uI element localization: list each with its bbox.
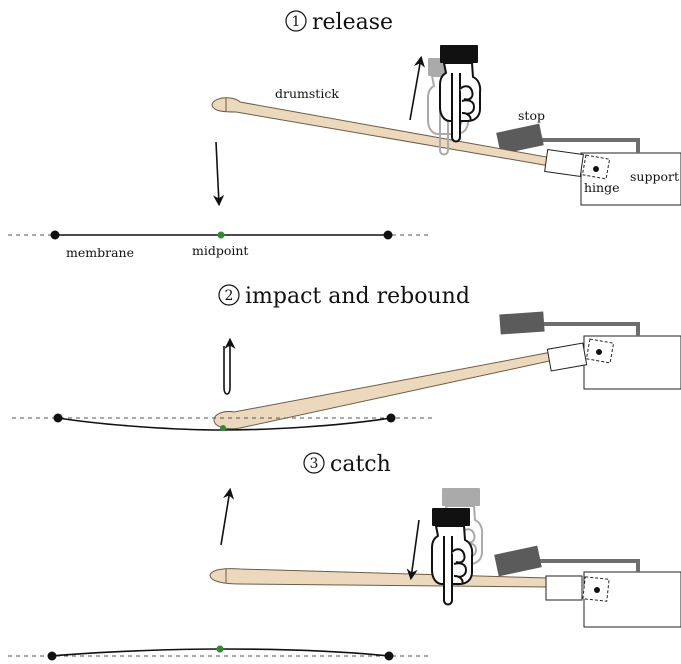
support-block [580, 152, 681, 206]
membrane-left-anchor [47, 651, 57, 661]
arrow-hand-up [409, 55, 425, 121]
stop-block [494, 545, 542, 577]
stick-holder [545, 575, 583, 601]
panel-1-heading: 1 release [285, 10, 393, 35]
panel-1-title: release [312, 10, 393, 35]
arrow-stick-up [220, 487, 235, 546]
label-support: support [630, 169, 679, 184]
drumstick [213, 351, 555, 430]
midpoint-dot [220, 425, 226, 431]
arrow-rebound [223, 337, 236, 395]
panel-catch: 3 catch [8, 452, 681, 661]
stop-block [496, 123, 544, 155]
panel-2-title: impact and rebound [245, 284, 470, 309]
panel-impact: 2 impact and rebound [12, 284, 681, 431]
hand [439, 44, 482, 143]
panel-release: 1 release drumstick stop hinge support m… [8, 10, 681, 260]
label-drumstick: drumstick [275, 86, 339, 101]
hinge-pivot [596, 349, 602, 355]
arrow-hand-down [406, 519, 420, 581]
drumstick [209, 568, 549, 588]
label-hinge: hinge [584, 180, 620, 195]
panel-3-title: catch [330, 452, 391, 477]
midpoint-dot [216, 645, 224, 653]
midpoint-dot [217, 231, 225, 239]
stop-arm [544, 322, 640, 336]
stop-block [499, 311, 545, 335]
hand [431, 507, 474, 606]
membrane-left-anchor [53, 413, 63, 423]
panel-1-marker: 1 [292, 14, 301, 30]
membrane-right-anchor [383, 230, 393, 240]
label-membrane: membrane [66, 245, 134, 260]
membrane-right-anchor [384, 651, 394, 661]
label-stop: stop [518, 108, 545, 123]
stick-holder [546, 342, 588, 372]
stop-arm [540, 559, 640, 572]
panel-2-marker: 2 [225, 288, 234, 304]
panel-2-heading: 2 impact and rebound [218, 284, 470, 309]
panel-3-marker: 3 [310, 456, 319, 472]
membrane-right-anchor [386, 413, 396, 423]
membrane-left-anchor [50, 230, 60, 240]
panel-3-heading: 3 catch [303, 452, 391, 477]
hinge-pivot [594, 587, 600, 593]
hinge-pivot [593, 166, 599, 172]
arrow-stick-down [212, 141, 225, 207]
label-midpoint: midpoint [192, 243, 248, 258]
stop-arm [540, 138, 640, 153]
stick-holder [544, 149, 584, 177]
